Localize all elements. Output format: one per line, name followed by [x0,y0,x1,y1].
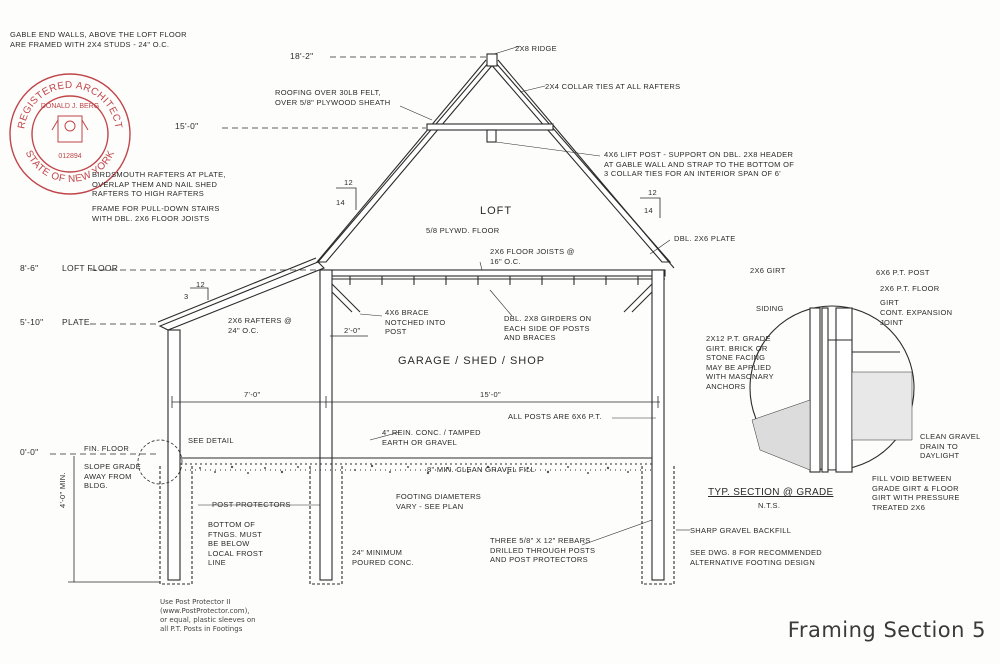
section-title: TYP. SECTION @ GRADE [708,487,834,498]
architect-seal: REGISTERED ARCHITECT STATE OF NEW YORK D… [9,73,131,195]
footing-diameters-label: FOOTING DIAMETERS VARY - SEE PLAN [396,492,482,511]
floor-slab [180,457,652,471]
clean-gravel-label: CLEAN GRAVEL DRAIN TO DAYLIGHT [920,432,981,460]
pitch-rise-shed: 3 [184,292,189,301]
expansion-label: CONT. EXPANSION JOINT [880,308,953,327]
post-left [167,329,181,581]
grade-detail [749,305,915,473]
sheet-title: Framing Section 5 [787,618,986,642]
seal-number: 012894 [58,153,81,160]
level-grade: 0'-0" [20,447,39,457]
lift-post [486,129,497,143]
pitch-rise-main-left: 14 [336,198,345,207]
sharp-gravel-label: SHARP GRAVEL BACKFILL [690,526,792,535]
siding-label: SIDING [756,304,784,313]
depth-label: 4'-0" MIN. [58,472,67,508]
brace-left [331,283,361,313]
ridge-label: 2X8 RIDGE [515,44,557,53]
collar-tie-label: 2X4 COLLAR TIES AT ALL RAFTERS [545,82,681,91]
see-detail-circle [137,439,183,485]
leader-lines [198,45,690,546]
level-collar: 15'-0" [175,121,199,131]
girt-label-2: GIRT [880,298,899,307]
frost-line-note: BOTTOM OF FTNGS. MUST BE BELOW LOCAL FRO… [208,520,264,567]
rafters-label: 2X6 RAFTERS @ 24" O.C. [228,316,293,335]
minimum-concrete-label: 24" MINIMUM POURED CONC. [352,548,414,567]
brace-dimension: 2'-0" [344,326,361,335]
level-loft-floor: 8'-6" [20,263,39,273]
see-detail-label: SEE DETAIL [188,436,234,445]
post-right [651,269,665,581]
joist-ticks [349,276,639,285]
gravel-fill-label: 8" MIN. CLEAN GRAVEL FILL [427,465,536,474]
dim-left: 7'-0" [244,390,261,399]
level-plate: 5'-10" [20,317,44,327]
lift-post-label: 4X6 LIFT POST - SUPPORT ON DBL. 2X8 HEAD… [604,150,795,178]
grade-girt-label: 2X12 P.T. GRADE GIRT. BRICK OR STONE FAC… [706,334,774,391]
rebars-label: THREE 5/8" x 12" REBARS DRILLED THROUGH … [490,536,596,564]
fin-floor-label: FIN. FLOOR [84,444,130,453]
girt-label: 2X6 GIRT [750,266,786,275]
fill-void-label: FILL VOID BETWEEN GRADE GIRT & FLOOR GIR… [872,474,960,512]
slab-label: 4" REIN. CONC. / TAMPED EARTH OR GRAVEL [382,428,481,447]
roof-sheath-right [497,59,675,269]
roofing-label: ROOFING OVER 30lb FELT, OVER 5/8" PLYWOO… [275,88,391,107]
stairs-note: FRAME FOR PULL-DOWN STAIRS WITH DBL. 2X6… [92,204,220,223]
pt-floor-label: 2X6 P.T. FLOOR [880,284,940,293]
level-ridge: 18'-2" [290,51,314,61]
pitch-run-shed: 12 [196,280,205,289]
see-dwg-label: SEE DWG. 8 FOR RECOMMENDED ALTERNATIVE F… [690,548,822,567]
joists-label: 2X6 FLOOR JOISTS @ 16" O.C. [490,247,575,266]
girders-label: DBL. 2X8 GIRDERS ON EACH SIDE OF POSTS A… [504,314,592,342]
loft-label: LOFT [480,205,513,217]
roof-sheath-left [311,59,487,269]
brace-label: 4X6 BRACE NOTCHED INTO POST [385,308,446,336]
level-plate-name: PLATE [62,317,90,327]
post-protectors-label: POST PROTECTORS [212,500,291,509]
slope-grade-label: SLOPE GRADE AWAY FROM BLDG. [84,462,142,490]
level-loft-floor-name: LOFT FLOOR [62,263,119,273]
post-protector-note: Use Post Protector II (www.PostProtector… [160,598,256,633]
dbl-plate-label: DBL. 2X6 PLATE [674,234,736,243]
ridge-board [486,53,498,67]
seal-name: DONALD J. BERG [41,103,99,110]
dim-right: 15'-0" [480,390,501,399]
posts-label: ALL POSTS ARE 6X6 P.T. [508,412,602,421]
level-lines [50,56,486,455]
birdsmouth-note: BIRDSMOUTH RAFTERS AT PLATE, OVERLAP THE… [92,170,226,198]
plywood-label: 5/8 PLYWD. FLOOR [426,226,500,235]
garage-label: GARAGE / SHED / SHOP [398,355,546,367]
pitch-run-main-left: 12 [344,178,353,187]
collar-tie [426,123,554,131]
loft-floor [319,269,666,277]
pitch-run-main-right: 12 [648,188,657,197]
nts-label: N.T.S. [758,501,781,510]
brace-right [623,283,653,313]
gable-note: GABLE END WALLS, ABOVE THE LOFT FLOOR AR… [10,30,187,49]
gravel-fill [199,464,629,475]
pitch-rise-main-right: 14 [644,206,653,215]
pitch-markers [190,187,661,300]
seal-emblem [51,115,89,143]
post-center [319,269,333,581]
pt-post-label: 6X6 P.T. POST [876,268,930,277]
